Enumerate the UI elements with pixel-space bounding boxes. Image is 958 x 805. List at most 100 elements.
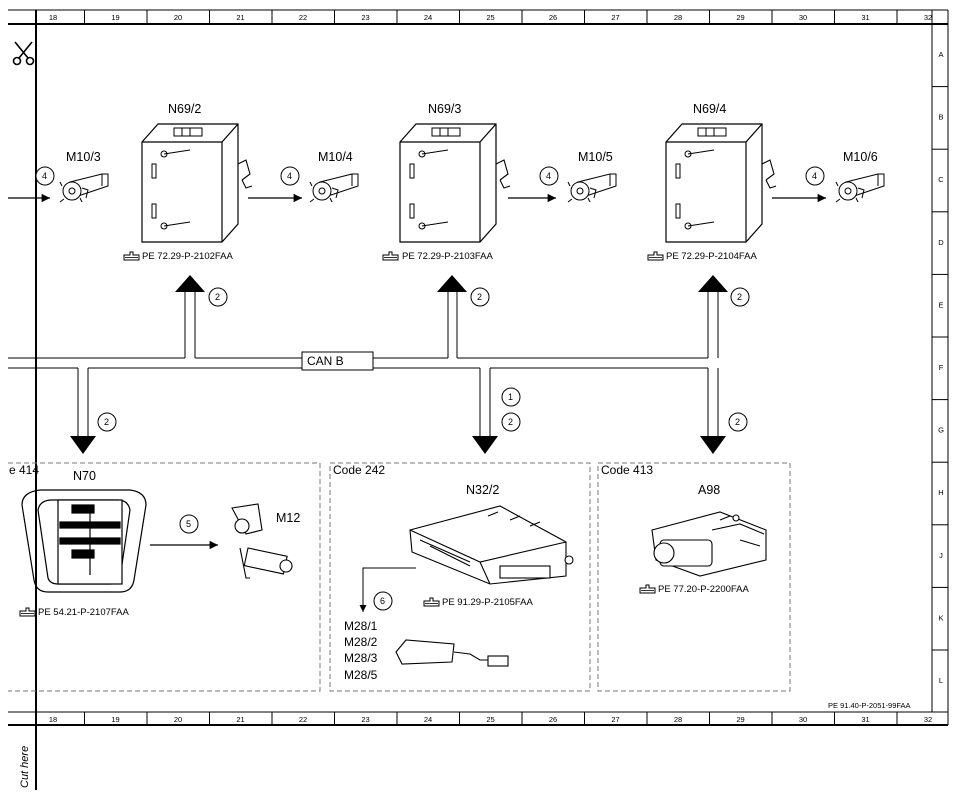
column-label: 32 bbox=[924, 715, 932, 724]
panel-id: A98 bbox=[698, 483, 720, 497]
column-label: 30 bbox=[799, 13, 807, 22]
marker-2: 2 bbox=[728, 412, 748, 432]
controller-id: N69/2 bbox=[168, 102, 201, 116]
row-label: J bbox=[939, 551, 943, 560]
svg-text:2: 2 bbox=[477, 292, 482, 302]
column-label: 27 bbox=[611, 13, 619, 22]
panel-id: N32/2 bbox=[466, 483, 499, 497]
seat-motor-1: M28/1 bbox=[344, 619, 378, 633]
motor-id: M10/4 bbox=[318, 150, 353, 164]
pointing-hand-icon bbox=[19, 607, 36, 617]
column-label: 29 bbox=[736, 715, 744, 724]
column-label: 21 bbox=[236, 715, 244, 724]
row-label: B bbox=[938, 113, 943, 122]
can-bus-label: CAN B bbox=[307, 354, 344, 368]
column-label: 19 bbox=[111, 13, 119, 22]
column-label: 18 bbox=[49, 715, 57, 724]
svg-text:4: 4 bbox=[812, 171, 817, 181]
seat-motor-3: M28/3 bbox=[344, 651, 378, 665]
drawing-frame bbox=[8, 9, 949, 790]
controller-id: N69/3 bbox=[428, 102, 461, 116]
svg-text:2: 2 bbox=[735, 417, 740, 427]
row-label: H bbox=[938, 488, 943, 497]
pointing-hand-icon bbox=[647, 251, 664, 261]
column-label: 20 bbox=[174, 715, 182, 724]
column-label: 26 bbox=[549, 715, 557, 724]
motor-id: M12 bbox=[276, 511, 300, 525]
svg-text:2: 2 bbox=[508, 417, 513, 427]
svg-text:6: 6 bbox=[380, 596, 385, 606]
svg-text:2: 2 bbox=[215, 292, 220, 302]
column-label: 18 bbox=[49, 13, 57, 22]
motor-id: M10/5 bbox=[578, 150, 613, 164]
motor-m12-drawing bbox=[231, 503, 293, 579]
can-bus-wiring bbox=[8, 290, 719, 436]
marker-5: 5 bbox=[179, 514, 199, 534]
scissors-icon bbox=[12, 41, 35, 66]
panel-a98: Code 413 A98 PE 77.20-P-2200FAA bbox=[601, 463, 767, 595]
row-label: F bbox=[939, 363, 944, 372]
marker-2: 2 bbox=[730, 287, 750, 307]
svg-text:2: 2 bbox=[737, 292, 742, 302]
column-label: 29 bbox=[736, 13, 744, 22]
controller-n69-4: N69/4 PE 72.29-P-2104FAA bbox=[647, 102, 777, 262]
panel-code: Code 242 bbox=[333, 463, 385, 477]
marker-4: 4 bbox=[280, 166, 300, 186]
pointing-hand-icon bbox=[382, 251, 399, 261]
panel-ref: PE 91.29-P-2105FAA bbox=[442, 597, 533, 608]
pointing-hand-icon bbox=[639, 584, 656, 594]
panel-code: Code 413 bbox=[601, 463, 653, 477]
column-label: 31 bbox=[861, 13, 869, 22]
svg-text:1: 1 bbox=[508, 392, 513, 402]
motor-id: M10/3 bbox=[66, 150, 101, 164]
cut-here-label: Cut here bbox=[19, 746, 31, 788]
column-label: 25 bbox=[486, 13, 494, 22]
panel-ref: PE 54.21-P-2107FAA bbox=[38, 607, 129, 618]
column-label: 25 bbox=[486, 715, 494, 724]
bus-arrowheads bbox=[70, 275, 728, 454]
motor-m10-4: M10/4 bbox=[309, 150, 359, 203]
row-label: K bbox=[938, 613, 943, 622]
svg-text:4: 4 bbox=[546, 171, 551, 181]
can-bus-label-box: CAN B bbox=[301, 351, 374, 371]
motor-m10-3: M10/3 bbox=[59, 150, 109, 203]
motor-id: M10/6 bbox=[843, 150, 878, 164]
column-label: 24 bbox=[424, 13, 432, 22]
marker-4: 4 bbox=[35, 166, 55, 186]
row-label: D bbox=[938, 238, 944, 247]
column-label: 21 bbox=[236, 13, 244, 22]
option-panel-outlines bbox=[8, 462, 791, 692]
column-label: 22 bbox=[299, 13, 307, 22]
svg-text:4: 4 bbox=[287, 171, 292, 181]
row-label: L bbox=[939, 676, 943, 685]
controller-ref: PE 72.29-P-2103FAA bbox=[402, 251, 493, 262]
column-label: 26 bbox=[549, 13, 557, 22]
marker-2: 2 bbox=[97, 412, 117, 432]
motor-signal-arrows bbox=[8, 193, 826, 550]
marker-4: 4 bbox=[805, 166, 825, 186]
seat-motor-arrow bbox=[359, 567, 416, 612]
column-label: 30 bbox=[799, 715, 807, 724]
seat-motor-drawing bbox=[395, 639, 509, 667]
panel-ref: PE 77.20-P-2200FAA bbox=[658, 584, 749, 595]
seat-motor-4: M28/5 bbox=[344, 668, 378, 682]
panel-code: e 414 bbox=[9, 463, 39, 477]
marker-2: 2 bbox=[470, 287, 490, 307]
marker-6: 6 bbox=[373, 591, 393, 611]
controller-ref: PE 72.29-P-2104FAA bbox=[666, 251, 757, 262]
footer-ref: PE 91.40-P-2051-99FAA bbox=[828, 701, 911, 710]
controller-ref: PE 72.29-P-2102FAA bbox=[142, 251, 233, 262]
motor-m10-6: M10/6 bbox=[835, 150, 885, 203]
row-label: A bbox=[938, 50, 943, 59]
column-label: 19 bbox=[111, 715, 119, 724]
row-label: E bbox=[938, 300, 943, 309]
marker-2: 2 bbox=[208, 287, 228, 307]
sliding-roof-unit-drawing bbox=[651, 511, 767, 577]
column-label: 28 bbox=[674, 13, 682, 22]
svg-text:2: 2 bbox=[104, 417, 109, 427]
motor-m10-5: M10/5 bbox=[567, 150, 617, 203]
column-label: 31 bbox=[861, 715, 869, 724]
column-label: 24 bbox=[424, 715, 432, 724]
